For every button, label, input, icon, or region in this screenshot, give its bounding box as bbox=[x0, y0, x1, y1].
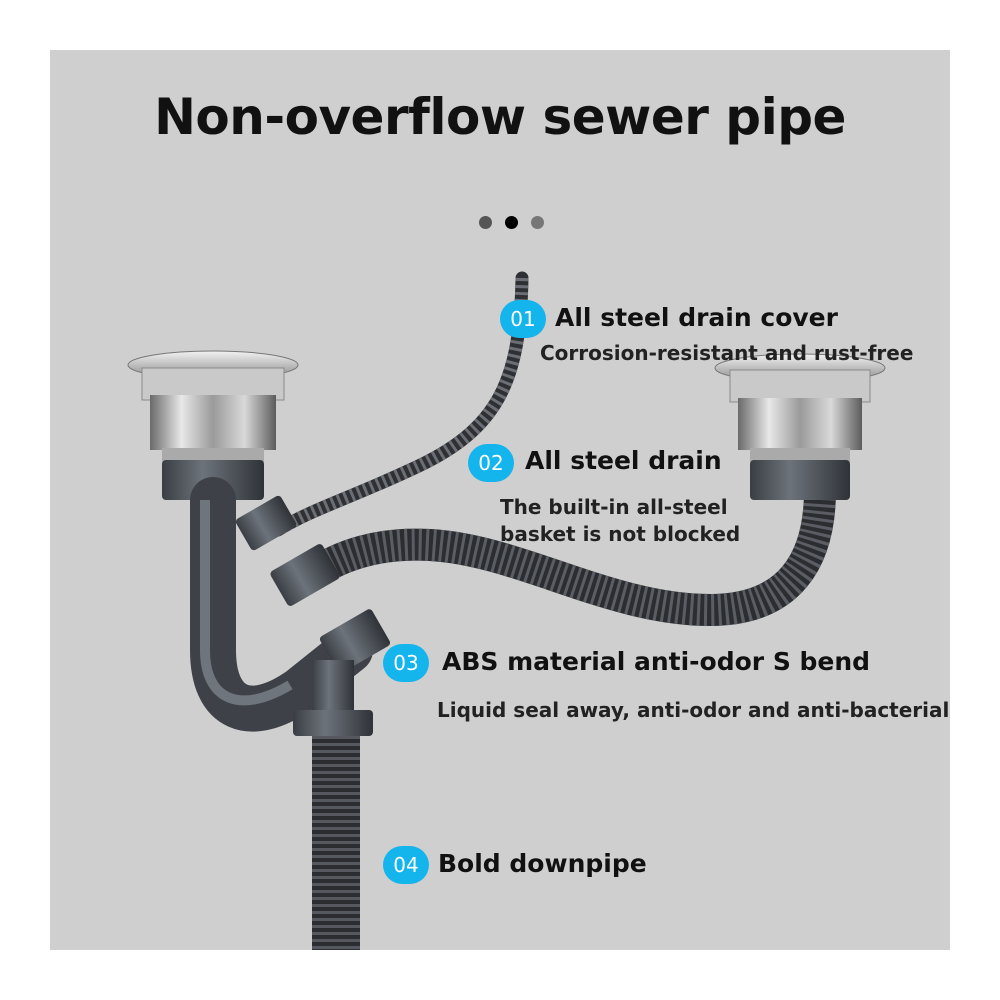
feature-1-description: Corrosion-resistant and rust-free bbox=[540, 341, 914, 365]
right-drain-basket bbox=[714, 353, 886, 500]
feature-3-description: Liquid seal away, anti-odor and anti-bac… bbox=[437, 698, 950, 722]
carousel-dot-3[interactable] bbox=[531, 216, 544, 229]
s-bend-pipe bbox=[190, 477, 373, 732]
feature-1-badge: 01 bbox=[500, 300, 546, 338]
feature-2-badge: 02 bbox=[468, 444, 514, 482]
overflow-hose bbox=[271, 271, 529, 537]
feature-1-title: All steel drain cover bbox=[555, 303, 838, 332]
carousel-dot-2[interactable] bbox=[505, 216, 518, 229]
product-panel: Non-overflow sewer pipe bbox=[50, 50, 950, 950]
feature-2-description-line-1: The built-in all-steel bbox=[500, 495, 728, 519]
page-title: Non-overflow sewer pipe bbox=[154, 88, 846, 146]
feature-4-badge: 04 bbox=[383, 846, 429, 884]
feature-3-title: ABS material anti-odor S bend bbox=[442, 647, 871, 676]
downpipe bbox=[312, 736, 360, 950]
left-drain-basket bbox=[127, 350, 299, 500]
feature-4-title: Bold downpipe bbox=[438, 849, 647, 878]
carousel-dot-1[interactable] bbox=[479, 216, 492, 229]
feature-2-description-line-2: basket is not blocked bbox=[500, 522, 741, 546]
feature-2-title: All steel drain bbox=[525, 446, 722, 475]
feature-3-badge: 03 bbox=[383, 644, 429, 682]
sewer-pipe-illustration bbox=[127, 271, 886, 950]
